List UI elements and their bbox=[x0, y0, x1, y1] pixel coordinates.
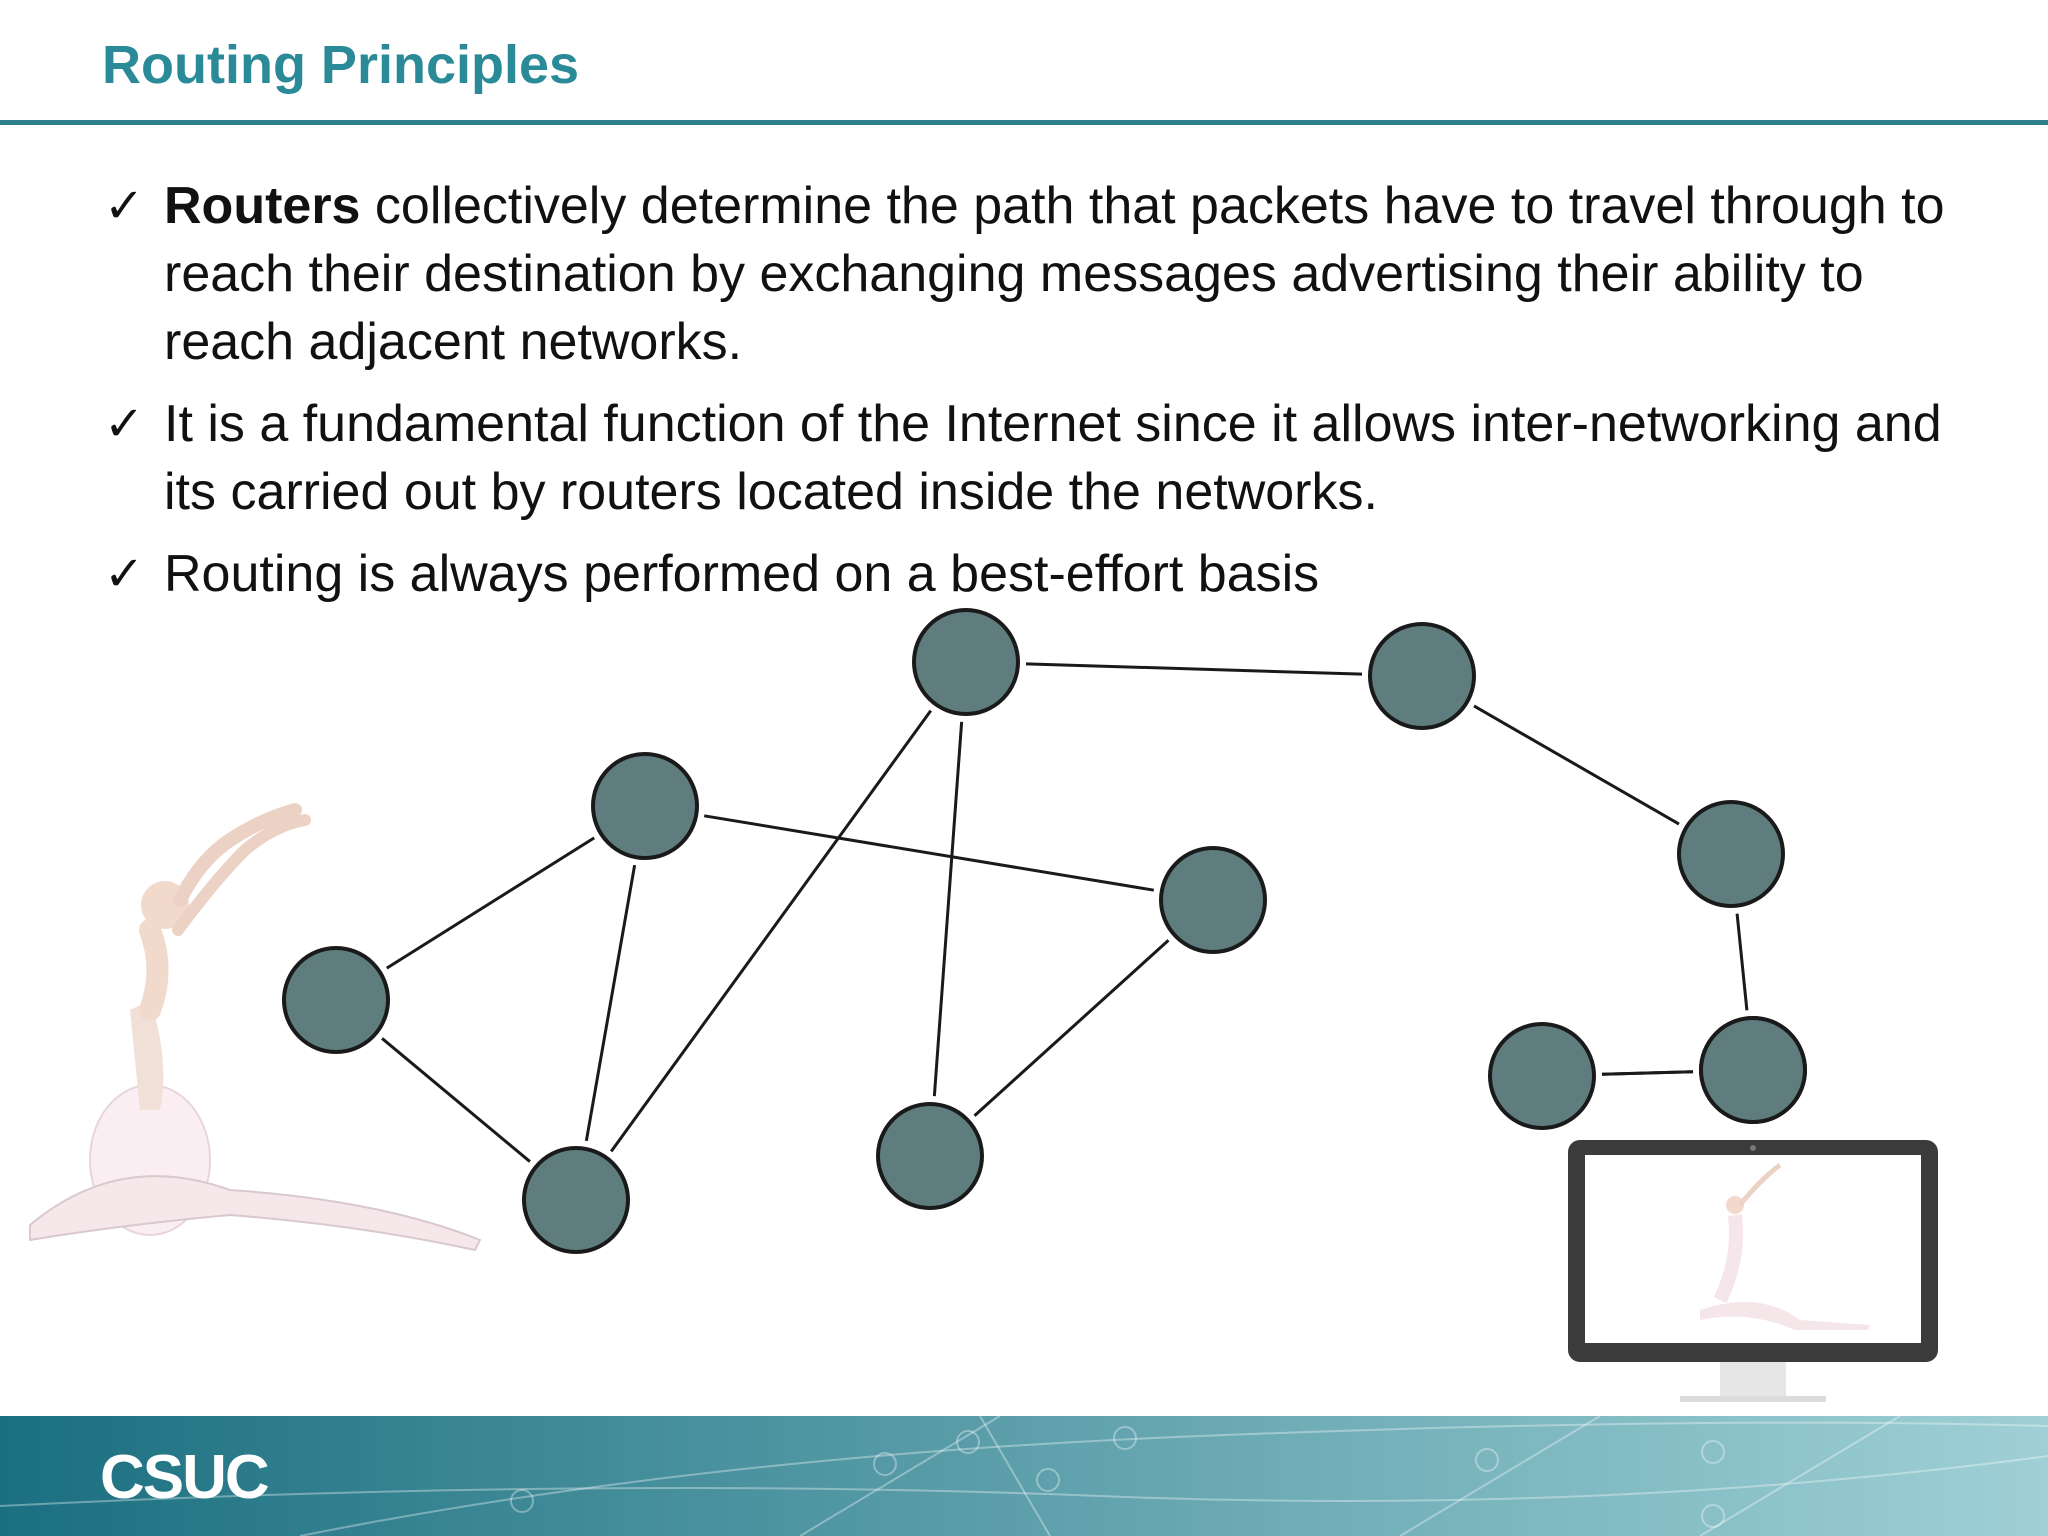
bullet-text: Routing is always performed on a best-ef… bbox=[164, 545, 1320, 603]
network-link bbox=[1601, 1070, 1694, 1076]
network-link bbox=[1025, 662, 1363, 676]
router-node bbox=[876, 1102, 984, 1210]
slide-title: Routing Principles bbox=[102, 35, 580, 95]
network-link bbox=[973, 939, 1170, 1117]
bullet-text: It is a fundamental function of the Inte… bbox=[164, 395, 1942, 521]
router-node bbox=[912, 608, 1020, 716]
checkmark-icon: ✓ bbox=[104, 396, 145, 452]
bullet-item: ✓ It is a fundamental function of the Int… bbox=[102, 390, 2002, 526]
checkmark-icon: ✓ bbox=[104, 178, 145, 234]
network-link bbox=[1473, 704, 1680, 826]
bullet-list: ✓ Routers collectively determine the path… bbox=[102, 172, 2002, 622]
router-node bbox=[282, 946, 390, 1054]
checkmark-icon: ✓ bbox=[104, 546, 145, 602]
network-link bbox=[610, 709, 932, 1153]
network-link bbox=[584, 864, 637, 1142]
csuc-logo: CSUC bbox=[100, 1443, 270, 1512]
router-node bbox=[1159, 846, 1267, 954]
node-group bbox=[282, 608, 1807, 1254]
router-node bbox=[1488, 1022, 1596, 1130]
router-node bbox=[591, 752, 699, 860]
title-divider bbox=[0, 120, 2048, 125]
router-node bbox=[1699, 1016, 1807, 1124]
footer-banner bbox=[0, 1416, 2048, 1536]
network-link bbox=[932, 721, 964, 1097]
link-group bbox=[381, 662, 1749, 1163]
bullet-bold-text: Routers bbox=[164, 177, 361, 235]
bullet-item: ✓ Routers collectively determine the path… bbox=[102, 172, 2002, 376]
network-link bbox=[386, 836, 595, 970]
bullet-item: ✓ Routing is always performed on a best-e… bbox=[102, 540, 2002, 608]
network-link bbox=[703, 814, 1155, 892]
router-node bbox=[1368, 622, 1476, 730]
router-node bbox=[1677, 800, 1785, 908]
router-node bbox=[522, 1146, 630, 1254]
bullet-text: collectively determine the path that pac… bbox=[164, 177, 1945, 371]
network-link bbox=[381, 1037, 531, 1163]
network-link bbox=[1735, 913, 1749, 1011]
monitor-icon bbox=[1568, 1140, 1938, 1402]
dancer-illustration bbox=[29, 803, 482, 1252]
